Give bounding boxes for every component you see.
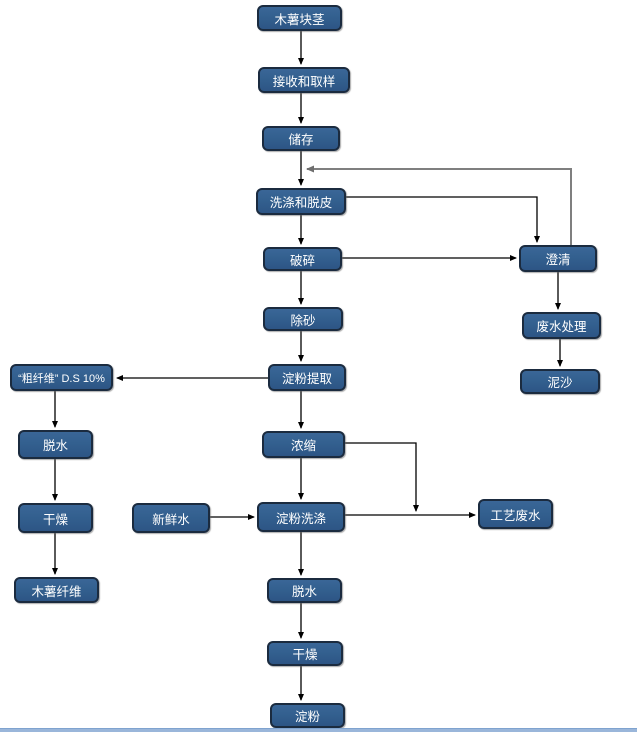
- node-crude-fiber: “粗纤维” D.S 10%: [10, 364, 113, 391]
- node-dewatering-starch: 脱水: [267, 578, 342, 603]
- node-fresh-water: 新鲜水: [132, 503, 210, 533]
- node-cassava-tubers: 木薯块茎: [257, 5, 342, 31]
- node-drying-fiber: 干燥: [18, 503, 93, 533]
- node-desanding: 除砂: [263, 307, 343, 331]
- node-starch-washing: 淀粉洗涤: [257, 502, 345, 532]
- node-cassava-fiber: 木薯纤维: [14, 577, 99, 603]
- node-washing-peeling: 洗涤和脱皮: [256, 188, 346, 215]
- node-receiving-sampling: 接收和取样: [258, 67, 350, 93]
- node-storage: 储存: [262, 126, 340, 151]
- node-crushing: 破碎: [263, 247, 342, 271]
- edge-clarification-recycle: [306, 165, 572, 245]
- node-starch-extraction: 淀粉提取: [268, 364, 346, 391]
- node-sediment: 泥沙: [520, 369, 600, 394]
- node-dewatering-fiber: 脱水: [18, 430, 93, 459]
- bottom-divider: [0, 728, 637, 732]
- node-clarification: 澄清: [519, 245, 597, 272]
- edge-concentration-to-wasteline: [345, 442, 419, 512]
- edge-washing-to-clarification: [346, 196, 540, 243]
- node-starch: 淀粉: [270, 703, 345, 728]
- node-drying-starch: 干燥: [267, 641, 343, 666]
- node-concentration: 浓缩: [262, 431, 345, 458]
- node-process-wastewater: 工艺废水: [478, 499, 553, 529]
- node-wastewater-treatment: 废水处理: [522, 312, 601, 339]
